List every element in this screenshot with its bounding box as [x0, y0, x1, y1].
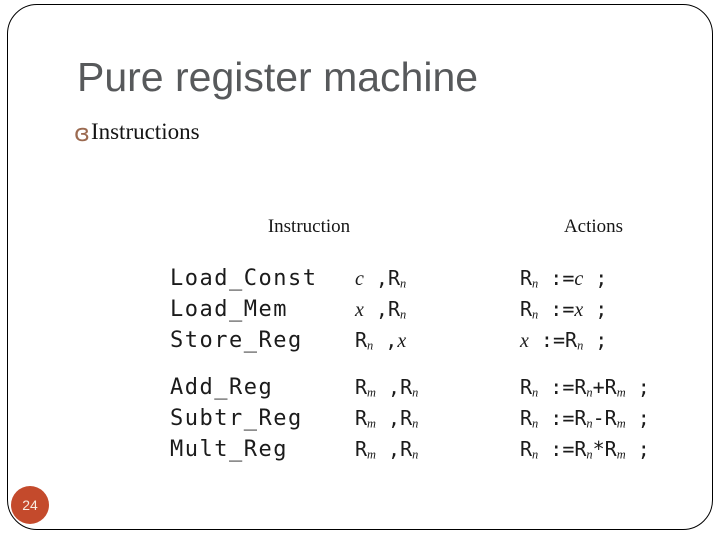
instruction-actions: Rn :=Rn-Rm ; — [520, 406, 650, 431]
instruction-table: Instruction Actions Load_Const c ,Rn Rn :=… — [170, 216, 695, 468]
instruction-actions: Rn :=x ; — [520, 297, 608, 322]
instruction-operands: Rm ,Rn — [355, 406, 419, 431]
instruction-name: Add_Reg — [170, 375, 274, 400]
bullet-text: Instructions — [90, 119, 200, 144]
slide-title: Pure register machine — [77, 54, 479, 100]
bullet-item: ɞ Instructions — [74, 118, 200, 147]
instruction-operands: Rn ,x — [355, 328, 407, 353]
column-header-instruction: Instruction — [267, 216, 351, 237]
instruction-operands: x ,Rn — [355, 297, 407, 322]
instruction-operands: Rm ,Rn — [355, 437, 419, 462]
column-header-actions: Actions — [563, 216, 624, 237]
instruction-name: Load_Mem — [170, 297, 288, 322]
table-row: Mult_Reg Rm ,Rn Rn :=Rn*Rm ; — [170, 437, 695, 468]
table-row: Load_Const c ,Rn Rn :=c ; — [170, 266, 695, 297]
table-row: Store_Reg Rn ,x x :=Rn ; — [170, 328, 695, 359]
instruction-name: Store_Reg — [170, 328, 303, 353]
instruction-actions: x :=Rn ; — [520, 328, 608, 353]
instruction-operands: c ,Rn — [355, 266, 407, 291]
instruction-table-header: Instruction Actions — [170, 216, 695, 238]
vine-ornament-bullet-icon: ɞ — [74, 118, 90, 147]
instruction-actions: Rn :=c ; — [520, 266, 608, 291]
instruction-name: Subtr_Reg — [170, 406, 303, 431]
instruction-name: Mult_Reg — [170, 437, 288, 462]
instruction-operands: Rm ,Rn — [355, 375, 419, 400]
table-row: Add_Reg Rm ,Rn Rn :=Rn+Rm ; — [170, 375, 695, 406]
table-row: Load_Mem x ,Rn Rn :=x ; — [170, 297, 695, 328]
instruction-name: Load_Const — [170, 266, 318, 291]
instruction-actions: Rn :=Rn+Rm ; — [520, 375, 650, 400]
page-number: 24 — [22, 497, 38, 513]
instruction-table-body: Load_Const c ,Rn Rn :=c ; Load_Mem x ,Rn Rn :… — [170, 266, 695, 468]
table-row: Subtr_Reg Rm ,Rn Rn :=Rn-Rm ; — [170, 406, 695, 437]
page-number-badge: 24 — [11, 486, 49, 524]
instruction-actions: Rn :=Rn*Rm ; — [520, 437, 650, 462]
